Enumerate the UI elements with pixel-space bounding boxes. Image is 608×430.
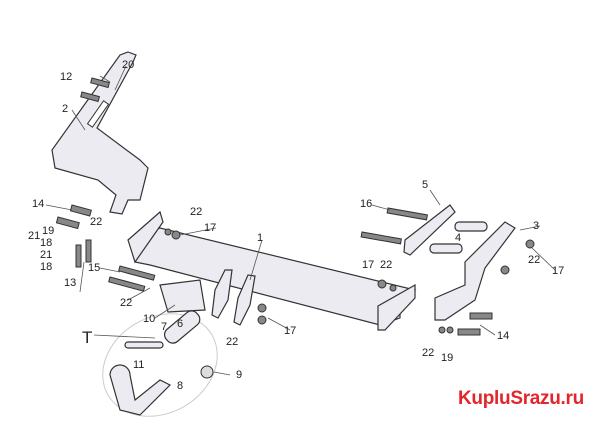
spacer [454,221,488,232]
bracket-slot [86,100,110,128]
spacer [429,243,463,254]
socket-bracket [159,279,206,313]
callout-22: 22 [528,254,540,266]
callout-17: 17 [204,222,216,234]
callout-21: 21 [28,230,40,242]
callout-7: 7 [161,321,167,333]
right-bracket [434,221,516,321]
plate-5 [403,204,456,256]
socket-tube [163,310,201,344]
callout-3: 3 [533,220,539,232]
callout-13: 13 [64,277,76,289]
callout-22: 22 [380,259,392,271]
callout-10: 10 [143,313,155,325]
callout-22: 22 [120,297,132,309]
callout-14: 14 [32,198,44,210]
callout-11: 11 [133,359,144,371]
callout-21: 21 [40,249,52,261]
callout-9: 9 [236,369,242,381]
callout-18: 18 [40,261,52,273]
callout-19: 19 [441,352,453,364]
washer-9 [200,365,214,379]
callout-6: 6 [177,318,183,330]
callout-12: 12 [60,71,72,83]
callout-17: 17 [362,259,374,271]
callout-22: 22 [226,336,238,348]
callout-16: 16 [360,198,372,210]
center-plates [211,269,256,326]
watermark: KupluSrazu.ru [458,388,584,409]
crossbar-right-plate [377,283,416,331]
callout-20: 20 [122,59,134,71]
callout-22: 22 [190,206,202,218]
callout-19: 19 [42,225,54,237]
pin [124,341,164,349]
callout-T: T [82,328,92,347]
bolts [55,77,535,336]
callout-22: 22 [422,347,434,359]
callout-17: 17 [284,325,296,337]
left-bracket [51,51,149,215]
main-crossbar [134,227,417,326]
callout-2: 2 [62,103,68,115]
leader-lines [45,65,556,376]
callout-18: 18 [40,237,52,249]
callout-14: 14 [497,330,509,342]
callout-5: 5 [422,179,428,191]
callout-15: 15 [88,262,100,274]
tow-ball [109,364,172,416]
callout-17: 17 [552,265,564,277]
callout-22: 22 [90,216,102,228]
callout-1: 1 [257,232,263,244]
callout-4: 4 [455,232,461,244]
crossbar-left-plate [127,210,164,264]
towball-kit-outline [102,313,218,417]
callout-8: 8 [177,380,183,392]
